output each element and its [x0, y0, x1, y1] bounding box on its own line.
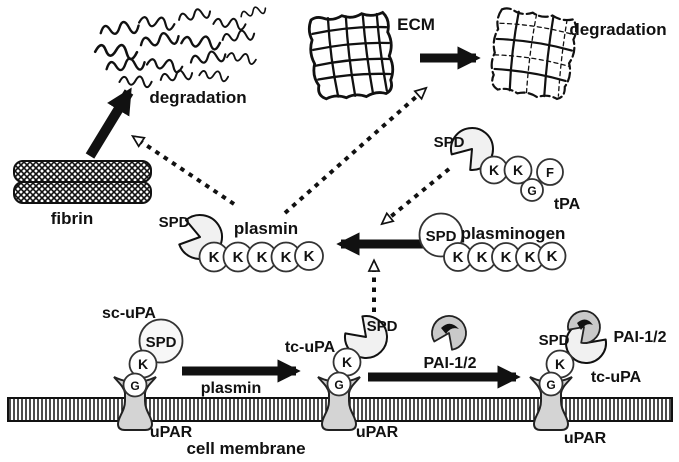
- kringle-label: K: [138, 356, 148, 372]
- kringle-label: K: [513, 162, 523, 178]
- ecm-mesh: [307, 10, 395, 101]
- growth-factor-label: G: [334, 378, 343, 392]
- kringle-label: K: [525, 249, 536, 266]
- tc-upa-right-spd-label: SPD: [539, 332, 570, 349]
- sc-upa-name: sc-uPA: [102, 305, 156, 322]
- pai-mid-label: PAI-1/2: [423, 355, 476, 372]
- ecm-label: ECM: [397, 15, 435, 34]
- tpa-spd-domain: [450, 126, 494, 171]
- fibrin-degradation-label: degradation: [149, 88, 246, 107]
- plasmin-arrow-label: plasmin: [201, 380, 261, 397]
- plasminogen-spd-label: SPD: [426, 228, 457, 245]
- dashed-arrow-tpa-to-activation: [383, 167, 451, 223]
- tpa-molecule: SPD K K G F tPA: [434, 126, 581, 213]
- pai-mid-shape: [431, 315, 467, 351]
- tpa-spd-label: SPD: [434, 134, 465, 151]
- plasminogen-molecule: SPD K K K K K plasminogen: [418, 212, 567, 272]
- kringle-label: K: [547, 248, 558, 265]
- kringle-label: K: [555, 356, 565, 372]
- pai-right-notch: [577, 319, 593, 330]
- tc-upa-mid-spd-label: SPD: [367, 318, 398, 335]
- sc-upa-molecule: SPD K G sc-uPA: [102, 305, 184, 398]
- pai-mid-notch: [441, 323, 459, 334]
- ecm-degradation-label: degradation: [569, 20, 666, 39]
- ecm-degraded-mesh: [490, 7, 578, 101]
- kringle-label: K: [453, 249, 464, 266]
- growth-factor-label: G: [527, 184, 536, 198]
- kringle-label: K: [281, 249, 292, 266]
- sc-upa-spd-label: SPD: [146, 334, 177, 351]
- pai-right-shape: [567, 310, 601, 344]
- arrow-fibrin-to-degradation: [85, 87, 134, 159]
- kringle-label: K: [342, 354, 352, 370]
- kringle-label: K: [233, 249, 244, 266]
- plasminogen-name: plasminogen: [461, 224, 566, 243]
- upar-label-mid: uPAR: [356, 424, 399, 441]
- pai-right-label: PAI-1/2: [613, 329, 666, 346]
- pai-mid-molecule: PAI-1/2: [423, 315, 477, 372]
- cell-membrane-label: cell membrane: [186, 439, 305, 458]
- growth-factor-label: G: [546, 378, 555, 392]
- tc-upa-right-name: tc-uPA: [591, 369, 642, 386]
- tc-upa-mid-spd-domain: [343, 314, 388, 359]
- kringle-label: K: [257, 249, 268, 266]
- growth-factor-label: G: [130, 379, 139, 393]
- dashed-arrow-plasmin-to-ecm-degradation: [283, 89, 425, 215]
- tc-upa-mid-molecule: SPD K G tc-uPA: [285, 314, 398, 397]
- plasmin-name: plasmin: [234, 219, 298, 238]
- kringle-label: K: [489, 162, 499, 178]
- plasmin-spd-label: SPD: [159, 214, 190, 231]
- kringle-label: K: [477, 249, 488, 266]
- plasmin-molecule: SPD K K K K K plasmin: [159, 214, 324, 273]
- tc-upa-mid-name: tc-uPA: [285, 339, 336, 356]
- upar-label-left: uPAR: [150, 424, 193, 441]
- finger-label: F: [546, 165, 554, 180]
- kringle-label: K: [209, 249, 220, 266]
- fibrin-degradation-fragments: [93, 4, 268, 89]
- kringle-label: K: [304, 248, 315, 265]
- fibrin-bundle: [13, 160, 152, 204]
- dashed-arrow-plasmin-to-fibrin-degradation: [134, 137, 236, 206]
- fibrin-label: fibrin: [51, 209, 94, 228]
- tc-upa-right-molecule: SPD PAI-1/2 K G tc-uPA: [539, 310, 667, 397]
- kringle-label: K: [501, 249, 512, 266]
- tpa-name: tPA: [554, 196, 581, 213]
- upar-label-right: uPAR: [564, 430, 607, 447]
